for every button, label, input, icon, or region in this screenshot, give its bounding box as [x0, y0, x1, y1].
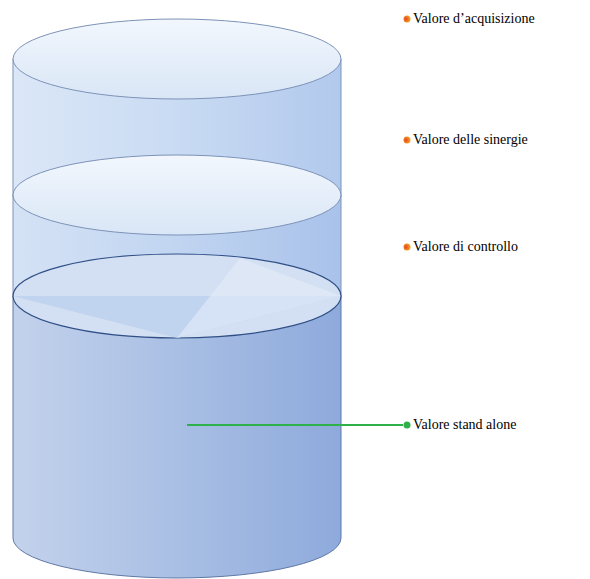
value-label: Valore stand alone [413, 417, 516, 434]
value-label: Valore di controllo [413, 239, 518, 256]
value-label: Valore d’acquisizione [413, 11, 535, 28]
value-label: Valore delle sinergie [413, 132, 528, 149]
